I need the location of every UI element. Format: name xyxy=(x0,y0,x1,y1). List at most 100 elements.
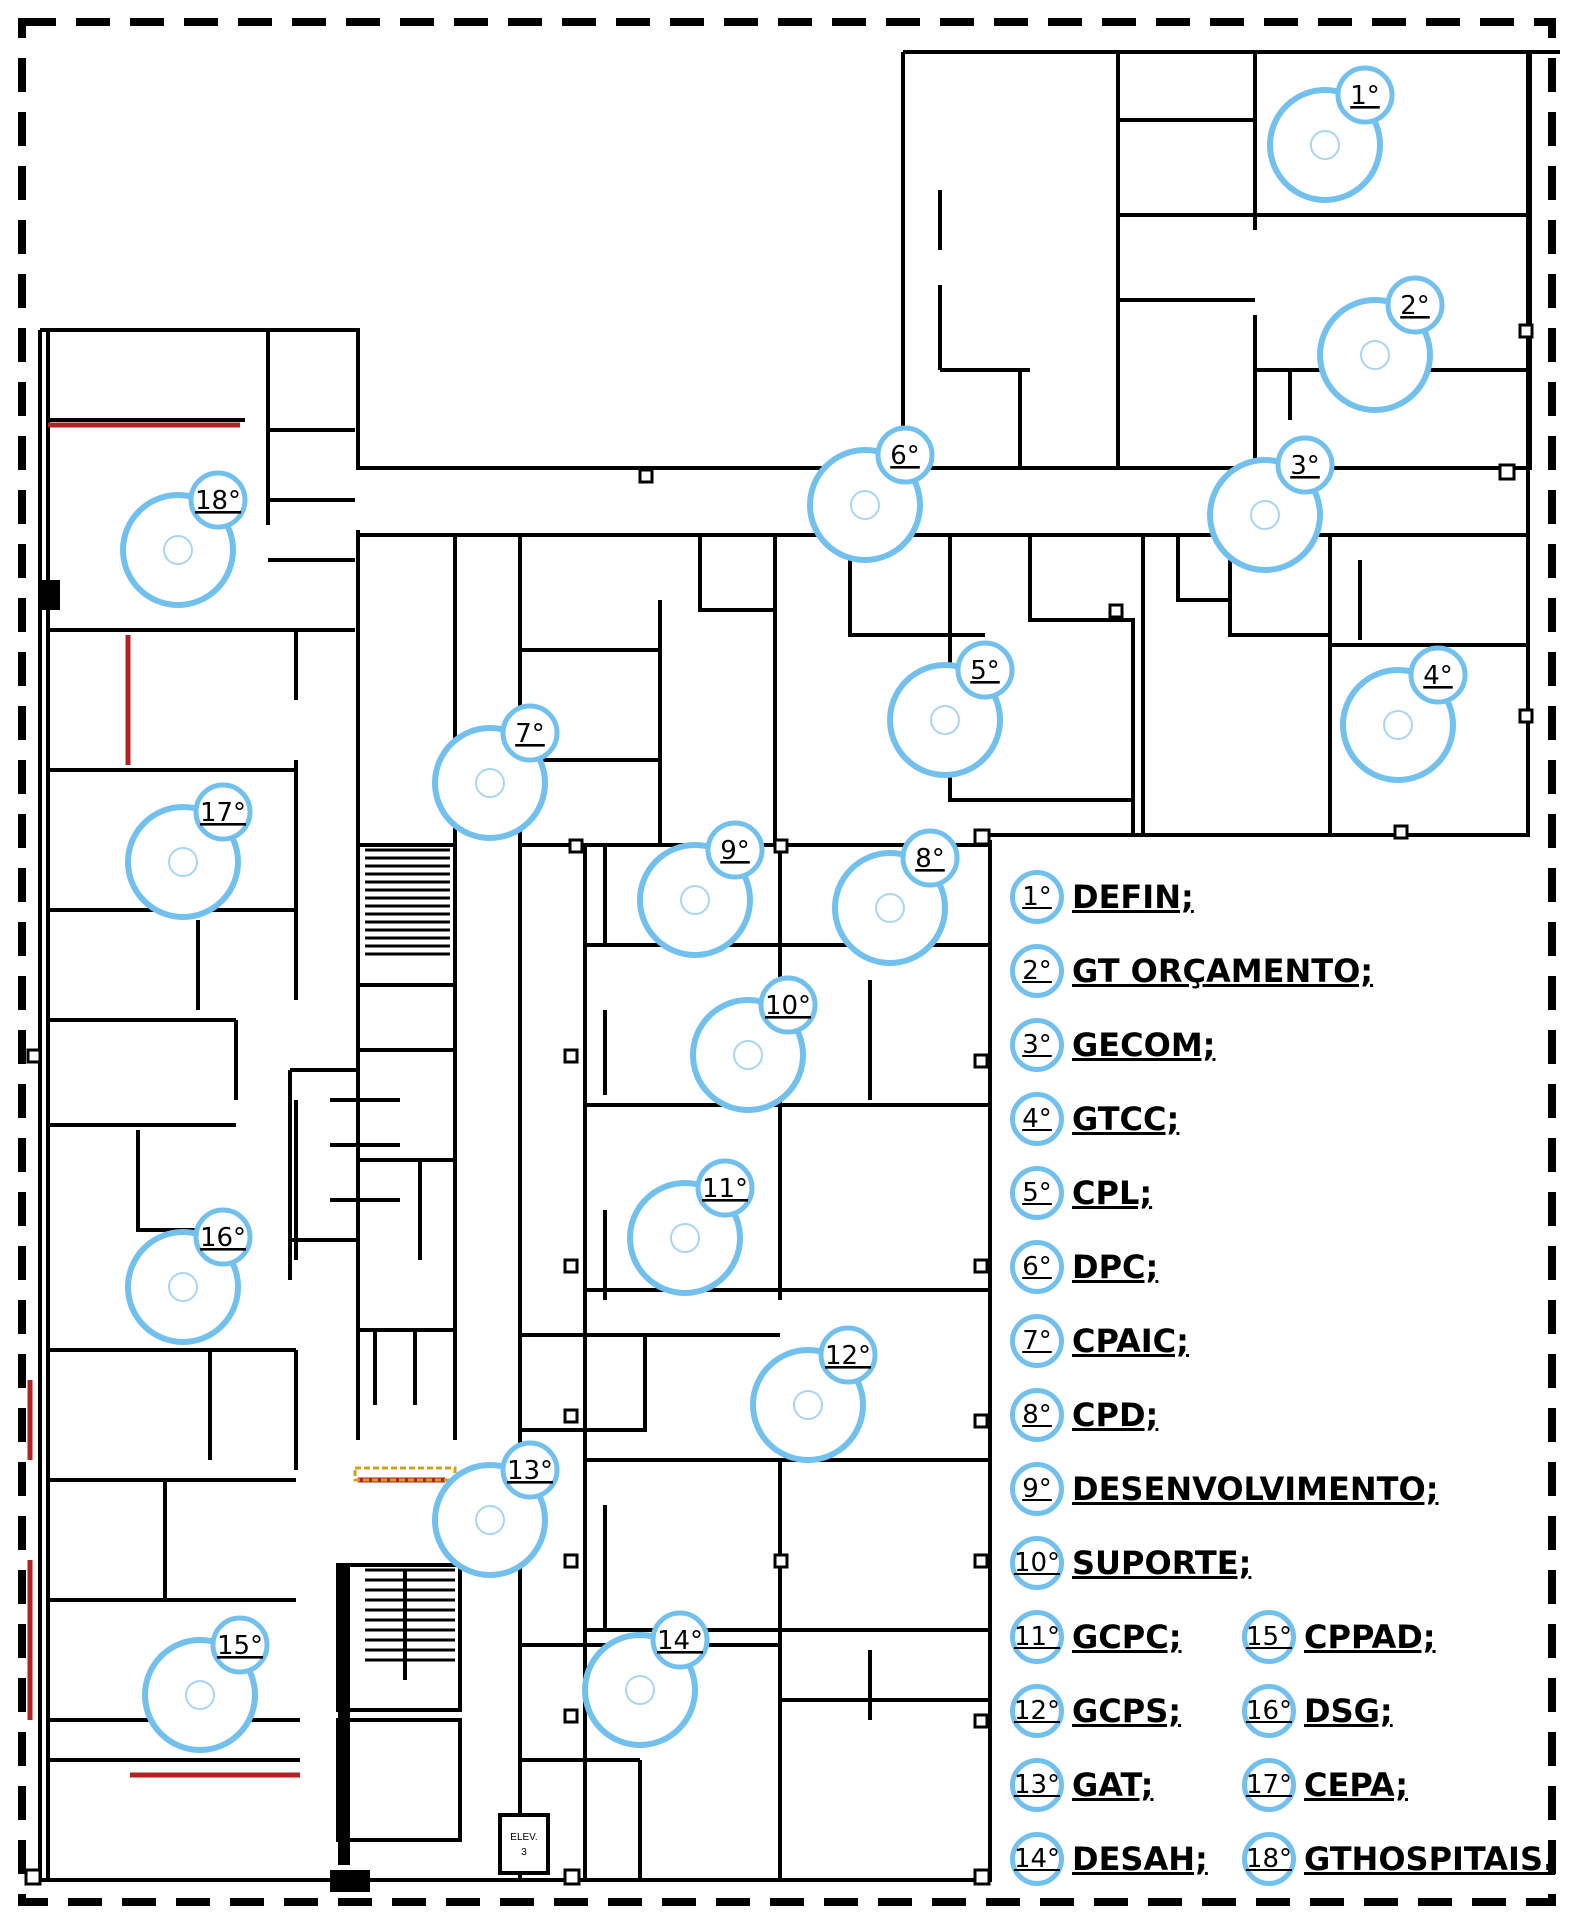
legend-label: DESENVOLVIMENTO; xyxy=(1072,1470,1439,1508)
access-point-16: 16° xyxy=(125,1207,253,1345)
legend-item: 2°GT ORÇAMENTO; xyxy=(1010,944,1373,998)
heavy-walls xyxy=(40,580,370,1892)
access-point-number-badge xyxy=(695,1158,755,1218)
access-point-10: 10° xyxy=(690,975,818,1113)
access-point-3: 3° xyxy=(1207,435,1335,573)
legend-label: GECOM; xyxy=(1072,1026,1216,1064)
access-point-5: 5° xyxy=(887,640,1015,778)
access-point-number-badge xyxy=(1335,65,1395,125)
access-point-led-icon xyxy=(793,1390,823,1420)
access-point-number: 9° xyxy=(720,836,750,866)
access-point-number: 4° xyxy=(1423,661,1453,691)
access-point-number-badge xyxy=(818,1325,878,1385)
access-point-led-icon xyxy=(930,705,960,735)
legend-item: 15°CPPAD; xyxy=(1242,1610,1436,1664)
access-point-led-icon xyxy=(875,893,905,923)
access-point-number-badge xyxy=(188,470,248,530)
access-point-number: 12° xyxy=(825,1341,871,1371)
access-point-led-icon xyxy=(1250,500,1280,530)
access-point-number: 11° xyxy=(702,1174,748,1204)
access-point-number: 6° xyxy=(890,441,920,471)
access-point-number: 2° xyxy=(1400,291,1430,321)
access-point-number-badge xyxy=(500,703,560,763)
legend-badge: 10° xyxy=(1010,1536,1064,1590)
access-point-number: 18° xyxy=(195,486,241,516)
access-point-led-icon xyxy=(185,1680,215,1710)
legend-label: GT ORÇAMENTO; xyxy=(1072,952,1374,990)
access-point-number: 3° xyxy=(1290,451,1320,481)
legend-label: GTCC; xyxy=(1072,1100,1180,1138)
legend-badge: 17° xyxy=(1242,1758,1296,1812)
access-point-number: 14° xyxy=(657,1626,703,1656)
legend: 1°DEFIN;2°GT ORÇAMENTO;3°GECOM;4°GTCC;5°… xyxy=(1000,0,1575,1919)
access-point-8: 8° xyxy=(832,828,960,966)
legend-item: 13°GAT; xyxy=(1010,1758,1153,1812)
access-point-led-icon xyxy=(850,490,880,520)
access-point-number: 7° xyxy=(515,719,545,749)
access-point-number-badge xyxy=(1275,435,1335,495)
access-point-number-badge xyxy=(758,975,818,1035)
legend-badge: 9° xyxy=(1010,1462,1064,1516)
access-point-led-icon xyxy=(733,1040,763,1070)
elevator xyxy=(498,1813,550,1875)
legend-label: DESAH; xyxy=(1072,1840,1208,1878)
access-point-number: 15° xyxy=(217,1631,263,1661)
legend-item: 11°GCPC; xyxy=(1010,1610,1181,1664)
legend-label: CEPA; xyxy=(1304,1766,1409,1804)
access-point-number: 10° xyxy=(765,991,811,1021)
access-point-13: 13° xyxy=(432,1440,560,1578)
legend-item: 1°DEFIN; xyxy=(1010,870,1194,924)
legend-item: 9°DESENVOLVIMENTO; xyxy=(1010,1462,1438,1516)
access-point-number-badge xyxy=(900,828,960,888)
legend-badge: 13° xyxy=(1010,1758,1064,1812)
legend-badge: 14° xyxy=(1010,1832,1064,1886)
access-point-2: 2° xyxy=(1317,275,1445,413)
access-point-led-icon xyxy=(168,1272,198,1302)
access-point-markers: 1° 2° 3° 4° 5° 6° 7° 8° 9° 10° 11° 12° 13° 14° 15° 16° 1… xyxy=(120,65,1468,1753)
access-point-number-badge xyxy=(1385,275,1445,335)
legend-item: 17°CEPA; xyxy=(1242,1758,1408,1812)
access-point-12: 12° xyxy=(750,1325,878,1463)
elevator-label-line2: 3 xyxy=(521,1847,527,1858)
access-point-9: 9° xyxy=(637,820,765,958)
legend-label: DEFIN; xyxy=(1072,878,1194,916)
access-point-led-icon xyxy=(1310,130,1340,160)
stairs xyxy=(365,848,455,1680)
legend-item: 12°GCPS; xyxy=(1010,1684,1181,1738)
access-point-led-icon xyxy=(670,1223,700,1253)
access-point-number-badge xyxy=(875,425,935,485)
access-point-11: 11° xyxy=(627,1158,755,1296)
legend-item: 10°SUPORTE; xyxy=(1010,1536,1251,1590)
legend-label: GAT; xyxy=(1072,1766,1154,1804)
legend-label: CPD; xyxy=(1072,1396,1159,1434)
access-point-6: 6° xyxy=(807,425,935,563)
legend-item: 16°DSG; xyxy=(1242,1684,1393,1738)
legend-item: 5°CPL; xyxy=(1010,1166,1152,1220)
access-point-led-icon xyxy=(625,1675,655,1705)
legend-badge: 11° xyxy=(1010,1610,1064,1664)
access-point-led-icon xyxy=(680,885,710,915)
access-point-number: 8° xyxy=(915,844,945,874)
legend-label: SUPORTE; xyxy=(1072,1544,1252,1582)
legend-badge: 6° xyxy=(1010,1240,1064,1294)
legend-label: DSG; xyxy=(1304,1692,1393,1730)
legend-label: DPC; xyxy=(1072,1248,1159,1286)
access-point-17: 17° xyxy=(125,782,253,920)
legend-label: GCPS; xyxy=(1072,1692,1182,1730)
access-point-number: 17° xyxy=(200,798,246,828)
legend-item: 14°DESAH; xyxy=(1010,1832,1208,1886)
access-point-4: 4° xyxy=(1340,645,1468,783)
legend-badge: 7° xyxy=(1010,1314,1064,1368)
access-point-led-icon xyxy=(1360,340,1390,370)
access-point-number-badge xyxy=(500,1440,560,1500)
access-point-led-icon xyxy=(163,535,193,565)
legend-badge: 1° xyxy=(1010,870,1064,924)
legend-item: 18°GTHOSPITAIS. xyxy=(1242,1832,1555,1886)
access-point-number: 16° xyxy=(200,1223,246,1253)
access-point-led-icon xyxy=(1383,710,1413,740)
posts xyxy=(24,323,1534,1886)
legend-badge: 5° xyxy=(1010,1166,1064,1220)
access-point-number-badge xyxy=(650,1610,710,1670)
legend-item: 8°CPD; xyxy=(1010,1388,1158,1442)
access-point-number-badge xyxy=(210,1615,270,1675)
